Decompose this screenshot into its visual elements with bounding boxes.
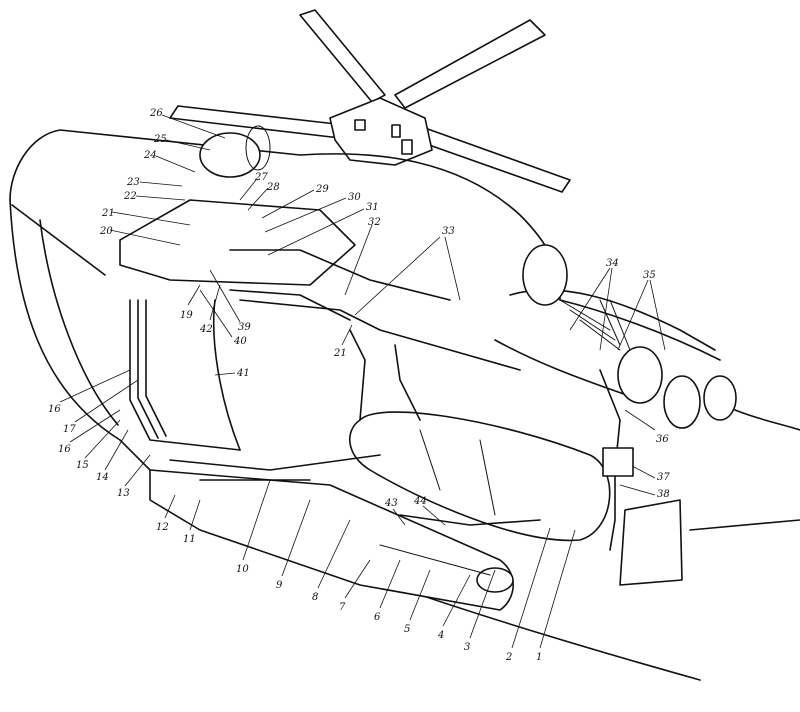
svg-text:4: 4: [437, 630, 444, 641]
callout-8: 8: [312, 519, 351, 603]
svg-text:11: 11: [183, 534, 196, 545]
svg-text:8: 8: [312, 592, 318, 603]
callout-39: 39: [209, 269, 251, 333]
rotor-blades: [169, 9, 571, 193]
callout-16-upper: 16: [48, 369, 131, 415]
callout-14: 14: [96, 429, 129, 483]
svg-text:42: 42: [199, 324, 213, 335]
svg-text:19: 19: [180, 310, 193, 321]
svg-text:38: 38: [657, 489, 670, 500]
top-tank: [119, 125, 356, 286]
callout-34: 34: [569, 258, 619, 351]
svg-text:16: 16: [48, 404, 61, 415]
svg-text:43: 43: [384, 498, 398, 509]
svg-text:2: 2: [505, 652, 512, 663]
callout-32: 32: [344, 217, 381, 296]
callout-24: 24: [143, 150, 196, 173]
svg-text:35: 35: [643, 270, 656, 281]
svg-text:22: 22: [123, 191, 137, 202]
callout-6: 6: [374, 559, 401, 623]
callout-10: 10: [236, 479, 271, 575]
callout-19: 19: [180, 284, 201, 321]
callout-27: 27: [239, 172, 268, 201]
callout-29: 29: [261, 184, 329, 219]
rotor-hub: [329, 97, 433, 166]
callout-36: 36: [624, 409, 669, 445]
callout-30: 30: [264, 192, 361, 233]
callout-31: 31: [267, 202, 379, 256]
svg-text:14: 14: [96, 472, 109, 483]
callout-12: 12: [156, 494, 176, 533]
callout-21-center: 21: [333, 324, 353, 359]
callout-35: 35: [617, 270, 666, 351]
callout-25: 25: [153, 134, 211, 151]
callout-43: 43: [384, 498, 406, 526]
callout-38: 38: [619, 484, 670, 500]
callout-11: 11: [183, 499, 201, 545]
svg-text:20: 20: [99, 226, 113, 237]
side-fairing: [149, 469, 514, 611]
svg-text:24: 24: [143, 150, 157, 161]
callout-2: 2: [505, 527, 551, 663]
svg-text:26: 26: [149, 108, 163, 119]
callout-41: 41: [214, 368, 250, 379]
svg-text:15: 15: [76, 460, 89, 471]
svg-text:9: 9: [276, 580, 283, 591]
svg-text:21: 21: [333, 348, 347, 359]
callout-42: 42: [199, 284, 221, 335]
svg-text:29: 29: [315, 184, 329, 195]
svg-text:41: 41: [236, 368, 250, 379]
callout-20: 20: [99, 226, 181, 246]
callout-21-left: 21: [101, 208, 191, 226]
svg-text:40: 40: [233, 336, 247, 347]
callout-28: 28: [247, 182, 280, 211]
pipe-runs: [129, 249, 621, 551]
callout-22: 22: [123, 191, 186, 202]
callout-33: 33: [354, 226, 461, 316]
svg-text:13: 13: [117, 488, 130, 499]
svg-text:10: 10: [236, 564, 249, 575]
callout-40: 40: [199, 289, 247, 347]
engine-cowling: [494, 244, 737, 429]
svg-text:21: 21: [101, 208, 115, 219]
svg-text:12: 12: [156, 522, 169, 533]
svg-text:28: 28: [266, 182, 280, 193]
callout-37: 37: [602, 447, 670, 483]
svg-text:44: 44: [413, 496, 427, 507]
callout-44: 44: [413, 496, 446, 526]
svg-text:30: 30: [348, 192, 361, 203]
svg-text:17: 17: [63, 424, 76, 435]
svg-text:25: 25: [153, 134, 167, 145]
callout-5: 5: [404, 569, 431, 635]
svg-text:6: 6: [374, 612, 381, 623]
svg-text:37: 37: [657, 472, 670, 483]
callout-15: 15: [76, 419, 121, 471]
svg-text:7: 7: [339, 602, 346, 613]
svg-text:5: 5: [404, 624, 410, 635]
svg-text:31: 31: [366, 202, 379, 213]
svg-text:32: 32: [368, 217, 381, 228]
svg-text:34: 34: [606, 258, 619, 269]
svg-text:36: 36: [656, 434, 669, 445]
callout-17: 17: [63, 379, 139, 435]
svg-text:23: 23: [126, 177, 140, 188]
callout-7: 7: [339, 559, 371, 613]
callout-13: 13: [117, 454, 151, 499]
svg-text:3: 3: [464, 642, 470, 653]
callout-3: 3: [464, 569, 496, 653]
svg-text:16: 16: [58, 444, 71, 455]
svg-text:33: 33: [442, 226, 455, 237]
svg-text:27: 27: [254, 172, 268, 183]
main-tank: [348, 411, 611, 542]
callout-9: 9: [276, 499, 311, 591]
svg-text:39: 39: [238, 322, 251, 333]
callout-1: 1: [536, 529, 576, 663]
callout-16-lower: 16: [58, 409, 121, 455]
svg-text:1: 1: [536, 652, 542, 663]
callout-23: 23: [126, 177, 183, 188]
callout-4: 4: [437, 574, 471, 641]
callout-26: 26: [149, 108, 226, 139]
